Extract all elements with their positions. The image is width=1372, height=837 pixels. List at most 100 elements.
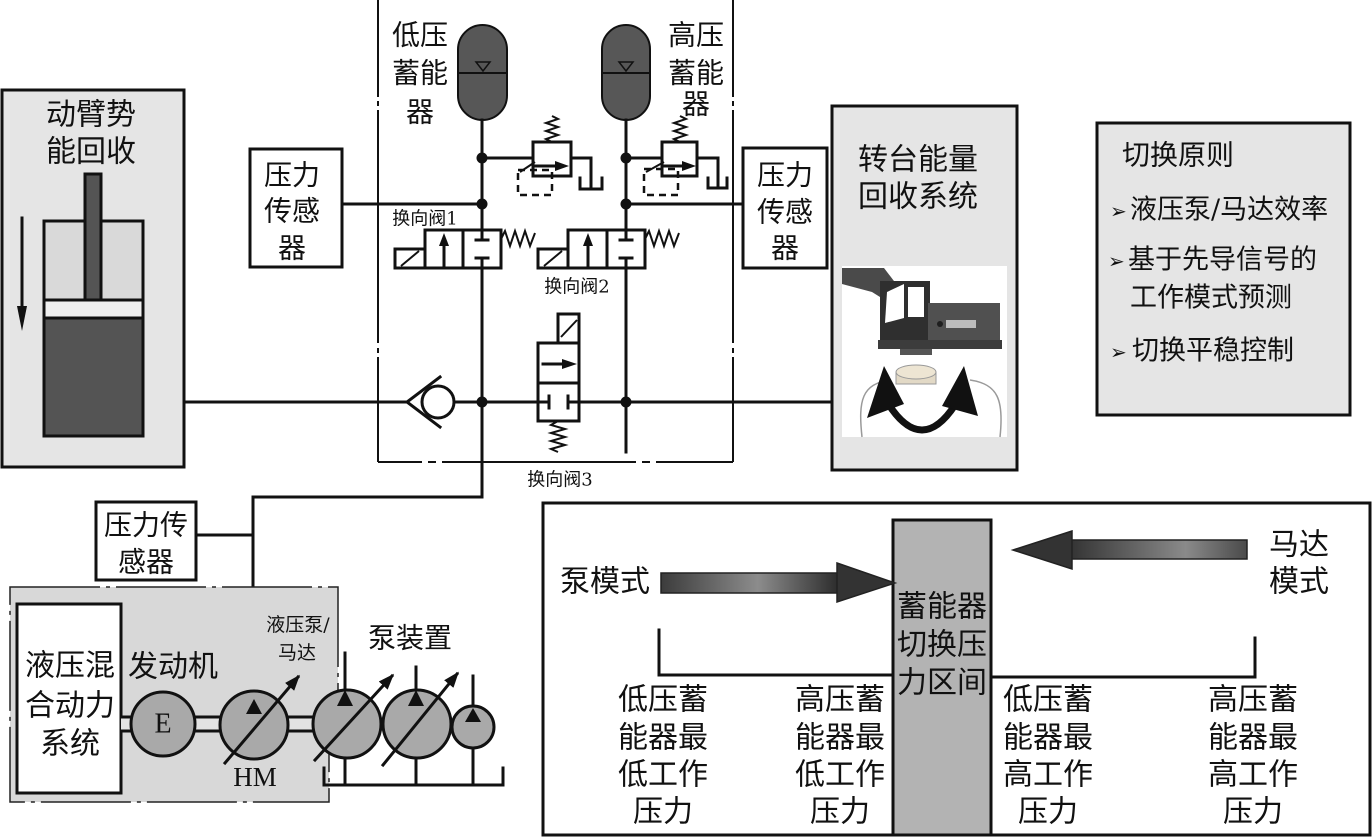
pressure-sensor-right: 压力 传感 器: [741, 146, 829, 270]
excavator-frame: [878, 340, 1002, 349]
flow-direction-triangle: [246, 699, 262, 714]
principle-item: 基于先导信号的: [1128, 245, 1317, 276]
spring-icon: [644, 227, 680, 250]
flow-arrow-head: [562, 359, 577, 369]
check-valve-icon: [404, 374, 456, 430]
directional-valve-3: 换向阀3: [527, 312, 593, 491]
flow-arrow-head: [583, 233, 593, 246]
pump-motor-icon: HM: [218, 674, 301, 792]
pressure-sensor-label-line: 压力: [264, 159, 320, 192]
junction-dot: [476, 396, 488, 408]
down-arrow-icon: [17, 216, 27, 331]
threshold-label-line: 低工作: [618, 758, 708, 793]
mode-switching-panel: 蓄能器 切换压 力区间 泵模式 马达 模式 低压蓄 能器最 低工作 压力 高压蓄…: [541, 501, 1372, 837]
switch-zone-label-line: 力区间: [897, 666, 987, 701]
excavator-icon: [842, 266, 1007, 438]
directional-valve-2: 换向阀2: [536, 227, 680, 298]
variable-displacement-arrow: [380, 671, 460, 768]
relief-valve-body: [531, 140, 573, 178]
boom-recovery-panel: 动臂势 能回收: [0, 88, 186, 469]
switching-principles-title: 切换原则: [1122, 139, 1234, 172]
shaft-segment: [288, 717, 313, 731]
flow-direction-triangle: [408, 690, 424, 706]
engine-icon: E: [129, 690, 197, 758]
flow-direction-triangle: [337, 690, 353, 706]
flow-direction-triangle: [465, 708, 481, 722]
bullet-icon: ➢: [1108, 249, 1125, 273]
boom-recovery-title-line: 动臂势: [46, 98, 136, 133]
pilot-line-dashed: [642, 167, 680, 197]
turntable-title-line: 回收系统: [858, 180, 978, 215]
arrow-left-icon: [1010, 529, 1248, 571]
rotation-arrow-icon: [867, 366, 978, 434]
undercarriage-outline: [969, 379, 1002, 438]
threshold-label-line: 低工作: [795, 758, 885, 793]
pressure-sensor-label-line: 压力: [757, 159, 813, 192]
pump-tank-rail: [322, 766, 505, 787]
valve-1-label: 换向阀1: [392, 209, 457, 230]
tank-icon: [706, 176, 729, 190]
valve-2-label: 换向阀2: [544, 277, 609, 298]
spring-icon: [500, 227, 536, 250]
pump-mode-label: 泵模式: [560, 565, 650, 600]
solenoid-icon: [536, 247, 570, 270]
engine-label: 发动机: [128, 650, 218, 685]
directional-valve-1: 换向阀1: [392, 209, 536, 270]
junction-dot: [620, 396, 632, 408]
pump-circle: [450, 704, 496, 750]
spring-icon: [542, 115, 562, 143]
hybrid-system-box: [15, 602, 123, 795]
threshold-label-line: 能器最: [1003, 721, 1093, 756]
bullet-icon: ➢: [1110, 199, 1127, 223]
slewing-ring-top: [895, 364, 937, 380]
engine-circle: [129, 690, 197, 758]
fluid-level-triangle: [617, 61, 635, 73]
threshold-label-line: 高工作: [1208, 758, 1298, 793]
turntable-title-line: 转台能量: [858, 143, 978, 178]
blocked-port-symbol: [474, 228, 490, 270]
high-accumulator-label-line: 高压: [668, 19, 724, 52]
threshold-label-line: 压力: [1018, 795, 1078, 830]
variable-pump-icon: [311, 673, 395, 763]
hybrid-system-label-line: 液压混: [25, 649, 115, 684]
pressure-sensor-label-line: 传感: [264, 195, 320, 228]
threshold-label-line: 低压蓄: [1003, 683, 1093, 718]
low-pressure-accumulator: 低压 蓄能 器: [392, 19, 508, 129]
junction-dot: [476, 152, 488, 164]
hydraulic-cylinder-icon: [42, 172, 145, 438]
accumulator-icon: [601, 24, 651, 121]
pump-motor-label-line: 马达: [278, 642, 316, 664]
pump-port-lines: [343, 651, 475, 787]
motor-mode-arrow-head: [1010, 529, 1073, 571]
blocked-port-symbol: [536, 394, 581, 410]
spring-icon: [547, 420, 569, 453]
pressure-sensor-label-line: 传感: [757, 196, 813, 229]
spring-icon: [670, 115, 690, 143]
switching-principles-panel: 切换原则 ➢ 液压泵/马达效率 ➢ 基于先导信号的 工作模式预测 ➢ 切换平稳控…: [1095, 121, 1352, 417]
threshold-low-acc-max: 低压蓄 能器最 高工作 压力: [1003, 683, 1093, 830]
solenoid-coil-mark: [560, 319, 578, 338]
relief-valve-icon: [516, 115, 604, 197]
pilot-line-dashed: [516, 168, 554, 197]
accumulator-icon: [457, 24, 508, 121]
shaft-segment: [195, 717, 220, 731]
cylinder-rod: [83, 172, 103, 302]
check-valve-ball: [420, 384, 456, 420]
shaft-lines: [119, 715, 315, 733]
threshold-label-line: 能器最: [618, 721, 708, 756]
pressure-sensor-label-line: 器: [278, 232, 306, 265]
directional-valve-icon: [393, 227, 536, 270]
motor-mode-bracket: [989, 636, 1257, 679]
threshold-label-line: 能器最: [1208, 721, 1298, 756]
relief-valve-icon: [642, 115, 729, 197]
directional-valve-icon: [536, 227, 680, 270]
solenoid-coil-mark: [400, 250, 420, 267]
motor-mode-arrow-body: [1070, 539, 1248, 560]
hybrid-system-label-line: 系统: [40, 727, 100, 762]
turntable-recovery-panel: 转台能量 回收系统: [830, 104, 1019, 472]
motor-mode-label-line: 马达: [1269, 528, 1329, 563]
low-accumulator-label-line: 蓄能: [392, 57, 448, 90]
variable-displacement-arrow: [312, 673, 395, 763]
junction-dot: [620, 198, 632, 210]
principle-item: 切换平稳控制: [1132, 336, 1294, 367]
